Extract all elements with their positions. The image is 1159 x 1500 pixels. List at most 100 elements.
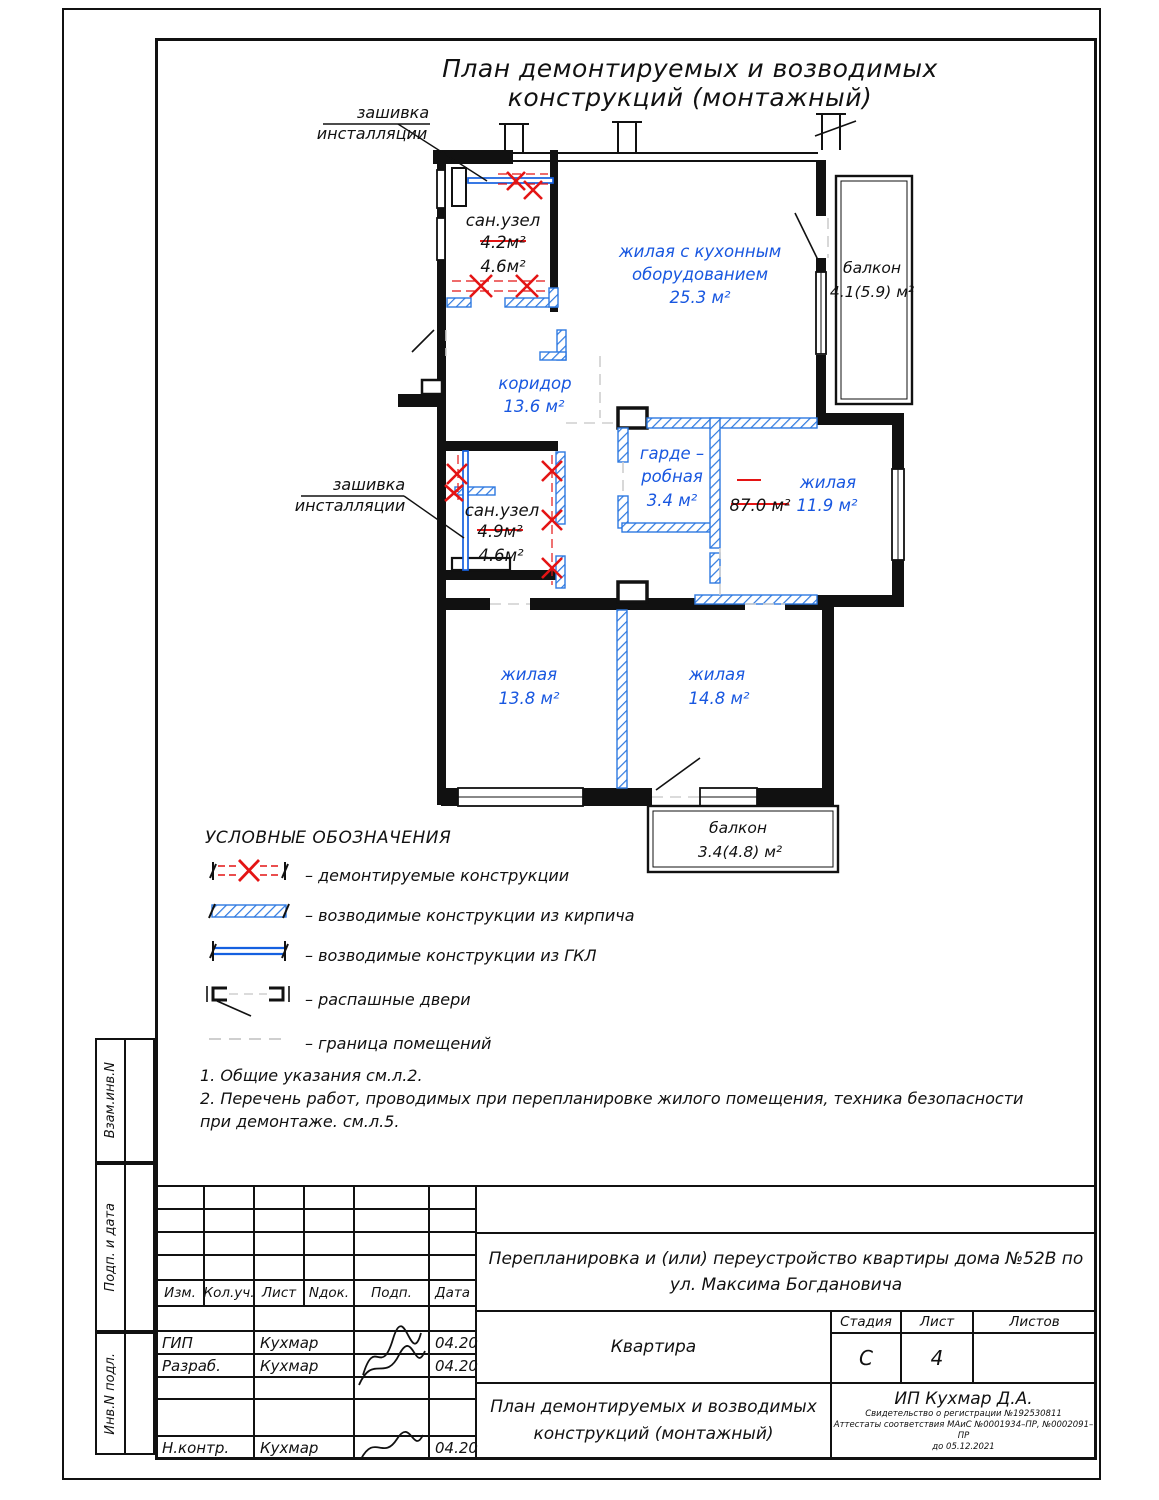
date-gip: 04.20	[428, 1330, 478, 1355]
svg-text:4.6м²: 4.6м²	[478, 546, 524, 565]
sheet-outer-border	[62, 8, 1101, 1480]
col-koluch: Кол.уч.	[203, 1279, 255, 1307]
room-label-wardrobe: гарде – робная 3.4 м²	[640, 444, 704, 510]
wall-frames	[420, 167, 649, 604]
note-line: 2. Перечень работ, проводимых при перепл…	[200, 1089, 1024, 1108]
swing-door-icon	[206, 986, 290, 1017]
note-line: 1. Общие указания см.л.2.	[200, 1066, 423, 1085]
legend-label: – демонтируемые конструкции	[305, 865, 570, 885]
sheets-value-cell	[972, 1332, 1097, 1384]
sidebar-box-podp: Подп. и дата	[95, 1163, 155, 1332]
new-brick-wall-icon	[208, 903, 290, 919]
project-line1: Перепланировка и (или) переустройство кв…	[488, 1249, 1084, 1269]
legend: УСЛОВНЫЕ ОБОЗНАЧЕНИЯ – демонтируемые кон…	[205, 828, 655, 1056]
room-label-living-bottom-right: жилая 14.8 м²	[688, 665, 750, 708]
legend-label: – возводимые конструкции из ГКЛ	[305, 945, 597, 965]
company-name: ИП Кухмар Д.А.	[894, 1389, 1033, 1409]
room-label-living-bottom-left: жилая 13.8 м²	[498, 665, 559, 708]
col-ndok: Nдок.	[303, 1279, 355, 1307]
signature-nkontr	[360, 1431, 424, 1460]
svg-text:3.4(4.8) м²: 3.4(4.8) м²	[698, 843, 782, 861]
name-razrab: Кухмар	[253, 1353, 355, 1378]
general-notes: 1. Общие указания см.л.2. 2. Перечень ра…	[200, 1064, 1100, 1133]
walls-new-brick	[446, 287, 818, 789]
legend-label: – граница помещений	[305, 1033, 492, 1053]
svg-text:13.6 м²: 13.6 м²	[503, 397, 564, 416]
room-label-balcony-top: балкон 4.1(5.9) м²	[830, 259, 914, 301]
legend-item-new-brick: – возводимые конструкции из кирпича	[205, 902, 655, 928]
svg-text:4.6м²: 4.6м²	[480, 257, 526, 276]
legend-item-boundary: – граница помещений	[205, 1030, 655, 1056]
room-label-san-bottom: сан.узел 4.9м² 4.6м²	[465, 501, 540, 565]
col-podp: Подп.	[353, 1279, 430, 1307]
drawing-name-cell: План демонтируемых и возводимых конструк…	[475, 1382, 832, 1460]
new-gkl-wall-icon	[209, 941, 289, 961]
drawing-name-line2: конструкций (монтажный)	[533, 1424, 774, 1444]
svg-text:оборудованием: оборудованием	[632, 265, 768, 284]
svg-text:инсталляции: инсталляции	[317, 124, 428, 143]
sheet-label-cell: Лист	[900, 1310, 974, 1334]
svg-text:сан.узел: сан.узел	[465, 501, 540, 520]
svg-text:балкон: балкон	[843, 259, 901, 277]
svg-text:жилая с кухонным: жилая с кухонным	[618, 242, 781, 261]
legend-title: УСЛОВНЫЕ ОБОЗНАЧЕНИЯ	[205, 828, 452, 848]
col-izm: Изм.	[155, 1279, 205, 1307]
legend-item-new-gkl: – возводимые конструкции из ГКЛ	[205, 941, 655, 968]
svg-text:коридор: коридор	[498, 374, 571, 393]
svg-text:4.9м²: 4.9м²	[477, 522, 523, 541]
drawing-name-line1: План демонтируемых и возводимых	[490, 1397, 817, 1417]
page-title: План демонтируемых и возводимых конструк…	[442, 54, 938, 112]
sidebar-label-cell: Подп. и дата	[97, 1165, 126, 1330]
walls-thin-top	[499, 113, 857, 162]
balcony-outlines	[646, 174, 914, 874]
room-label-living-kitchen: жилая с кухонным оборудованием 25.3 м²	[618, 242, 781, 307]
sheet-value-cell: 4	[900, 1332, 974, 1384]
date-nkontr: 04.20	[428, 1435, 478, 1460]
company-cell: ИП Кухмар Д.А. Свидетельство о регистрац…	[830, 1382, 1097, 1460]
stage-label-cell: Стадия	[830, 1310, 902, 1334]
svg-text:инсталляции: инсталляции	[295, 496, 406, 515]
svg-text:робная: робная	[640, 467, 703, 486]
room-boundaries	[445, 218, 829, 798]
note-line: при демонтаже. см.л.5.	[200, 1112, 400, 1131]
room-label-balcony-bottom: балкон 3.4(4.8) м²	[698, 819, 782, 861]
svg-text:4.2м²: 4.2м²	[480, 233, 526, 252]
svg-text:13.8 м²: 13.8 м²	[498, 689, 559, 708]
sidebar-box-vzam: Взам.инв.N	[95, 1038, 155, 1163]
role-razrab: Разраб.	[155, 1353, 255, 1378]
svg-text:балкон: балкон	[709, 819, 767, 837]
room-label-corridor: коридор 13.6 м²	[498, 374, 571, 416]
legend-item-demolished: – демонтируемые конструкции	[205, 859, 655, 888]
svg-text:жилая: жилая	[799, 473, 856, 492]
sidebar-label-cell: Взам.инв.N	[97, 1040, 126, 1161]
company-cert3: до 05.12.2021	[932, 1442, 995, 1452]
callout-mid: зашивка инсталляции	[295, 475, 465, 539]
floor-plan: зашивка инсталляции зашивка инсталляции …	[155, 95, 1100, 887]
stage-value-cell: С	[830, 1332, 902, 1384]
svg-text:25.3 м²: 25.3 м²	[669, 288, 730, 307]
demolition-marks	[444, 171, 789, 585]
sidebar-label-cell: Инв.N подл.	[97, 1334, 126, 1453]
demolished-wall-icon	[209, 859, 289, 882]
room-label-living-right: жилая 11.9 м²	[796, 473, 857, 515]
svg-text:жилая: жилая	[500, 665, 557, 684]
svg-text:зашивка: зашивка	[333, 475, 405, 494]
col-list: Лист	[253, 1279, 305, 1307]
revision-table: Изм. Кол.уч. Лист Nдок. Подп. Дата ГИП К…	[155, 1185, 478, 1460]
role-gip: ГИП	[155, 1330, 255, 1355]
role-nkontr: Н.контр.	[155, 1435, 255, 1460]
svg-text:14.8 м²: 14.8 м²	[688, 689, 749, 708]
object-name-cell: Квартира	[475, 1310, 832, 1384]
windows	[436, 169, 905, 807]
room-label-san-top: сан.узел 4.2м² 4.6м²	[466, 211, 541, 276]
svg-text:4.1(5.9) м²: 4.1(5.9) м²	[830, 283, 914, 301]
door-swings	[411, 212, 819, 791]
company-cert2: Аттестаты соответствия МАиС №0001934–ПР,…	[833, 1420, 1094, 1441]
project-line2: ул. Максима Богдановича	[669, 1275, 903, 1295]
stamp-empty-strip	[475, 1185, 1097, 1234]
sidebar-box-inv: Инв.N подл.	[95, 1332, 155, 1455]
name-nkontr: Кухмар	[253, 1435, 355, 1460]
date-razrab: 04.20	[428, 1353, 478, 1378]
legend-label: – возводимые конструкции из кирпича	[305, 905, 635, 925]
